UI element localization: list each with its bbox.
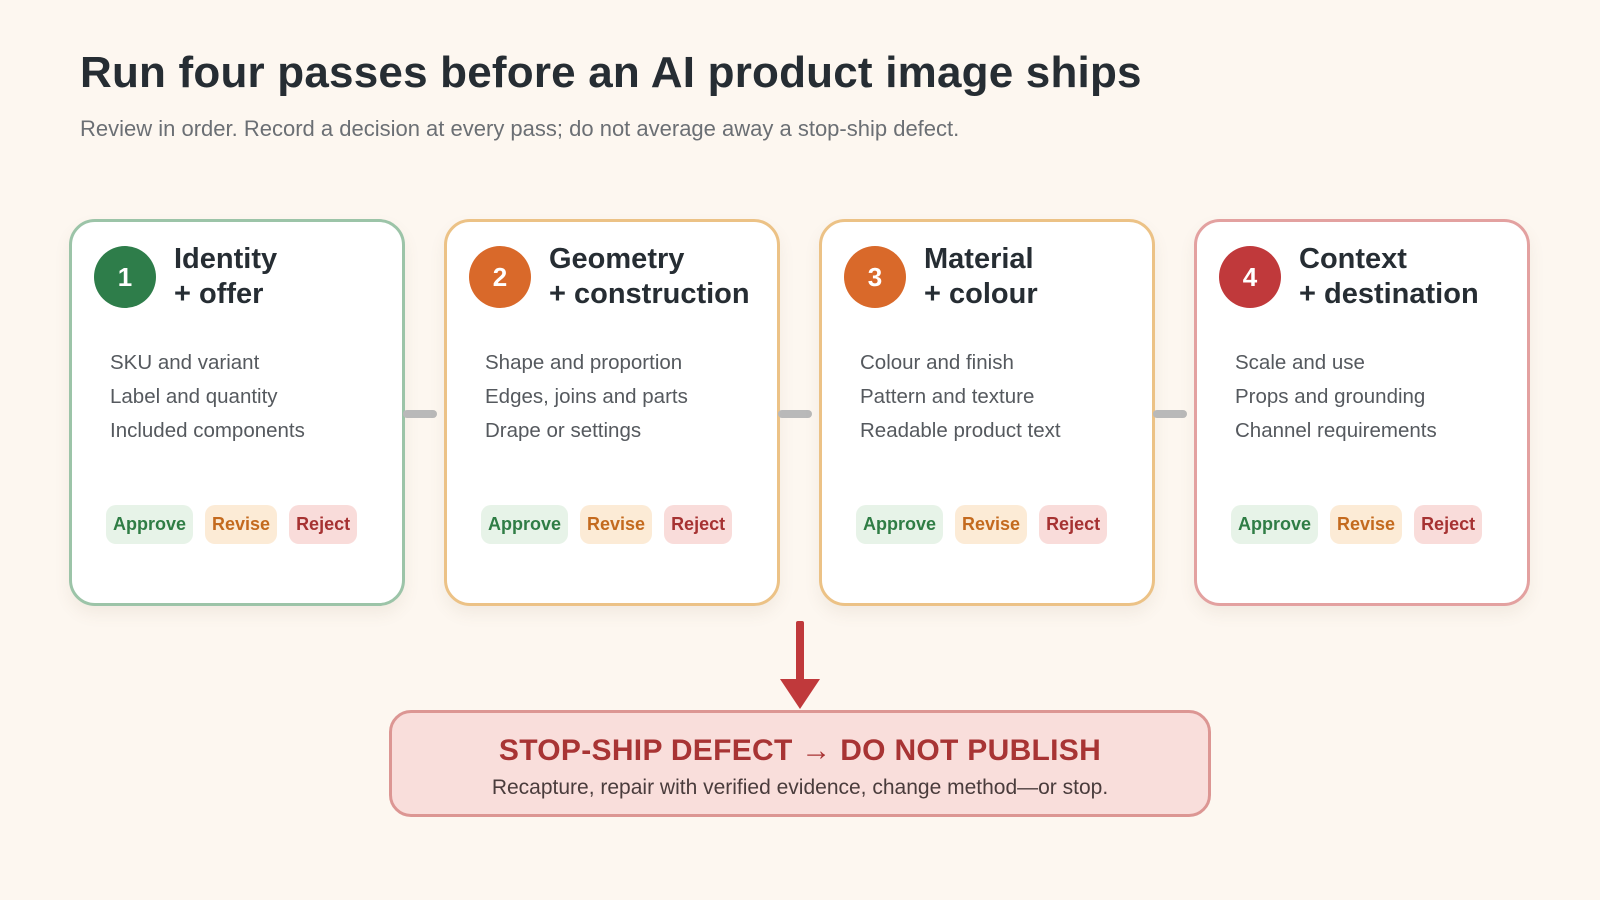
pass-number-badge: 4 <box>1219 246 1281 308</box>
pass-card-material: 3 Material + colour Colour and finish Pa… <box>819 219 1155 606</box>
pass-checklist: Colour and finish Pattern and texture Re… <box>860 346 1061 448</box>
pass-checklist: Scale and use Props and grounding Channe… <box>1235 346 1437 448</box>
page-subtitle: Review in order. Record a decision at ev… <box>80 116 960 141</box>
approve-button[interactable]: Approve <box>856 505 944 544</box>
pass-heading-line1: Geometry <box>549 243 685 275</box>
reject-button[interactable]: Reject <box>1039 505 1108 544</box>
pass-heading-line2: + offer <box>174 278 264 310</box>
checklist-item: Readable product text <box>860 419 1061 442</box>
pass-connector <box>778 410 812 418</box>
decision-options: Approve Revise Reject <box>856 505 1108 544</box>
approve-button[interactable]: Approve <box>1231 505 1319 544</box>
checklist-item: Props and grounding <box>1235 385 1426 408</box>
revise-button[interactable]: Revise <box>1330 505 1403 544</box>
pass-connector <box>1153 410 1187 418</box>
pass-number-badge: 1 <box>94 246 156 308</box>
pass-heading: Geometry + construction <box>549 242 774 312</box>
decision-options: Approve Revise Reject <box>1231 505 1483 544</box>
pass-heading-line1: Material <box>924 243 1034 275</box>
pass-heading-line1: Identity <box>174 243 278 275</box>
stop-ship-instructions: Recapture, repair with verified evidence… <box>491 776 1109 799</box>
checklist-item: Pattern and texture <box>860 385 1035 408</box>
pass-heading: Identity + offer <box>174 242 399 312</box>
pass-checklist: SKU and variant Label and quantity Inclu… <box>110 346 305 448</box>
pass-number-badge: 3 <box>844 246 906 308</box>
decision-options: Approve Revise Reject <box>106 505 358 544</box>
checklist-item: Drape or settings <box>485 419 642 442</box>
checklist-item: Scale and use <box>1235 351 1365 374</box>
checklist-item: Channel requirements <box>1235 419 1437 442</box>
stop-ship-title: STOP-SHIP DEFECT → DO NOT PUBLISH <box>498 734 1102 767</box>
checklist-item: SKU and variant <box>110 351 260 374</box>
pass-card-identity: 1 Identity + offer SKU and variant Label… <box>69 219 405 606</box>
down-arrow-icon <box>780 679 820 709</box>
approve-button[interactable]: Approve <box>106 505 194 544</box>
pass-heading-line1: Context <box>1299 243 1407 275</box>
decision-options: Approve Revise Reject <box>481 505 733 544</box>
pass-heading: Context + destination <box>1299 242 1524 312</box>
reject-button[interactable]: Reject <box>664 505 733 544</box>
revise-button[interactable]: Revise <box>955 505 1028 544</box>
checklist-item: Colour and finish <box>860 351 1014 374</box>
down-arrow-shaft <box>796 621 804 681</box>
checklist-item: Shape and proportion <box>485 351 683 374</box>
approve-button[interactable]: Approve <box>481 505 569 544</box>
pass-heading-line2: + construction <box>549 278 750 310</box>
pass-heading-line2: + colour <box>924 278 1038 310</box>
page-title: Run four passes before an AI product ima… <box>80 48 1142 97</box>
pass-card-context: 4 Context + destination Scale and use Pr… <box>1194 219 1530 606</box>
pass-heading: Material + colour <box>924 242 1149 312</box>
pass-number-badge: 2 <box>469 246 531 308</box>
revise-button[interactable]: Revise <box>580 505 653 544</box>
checklist-item: Edges, joins and parts <box>485 385 688 408</box>
stop-ship-box: STOP-SHIP DEFECT → DO NOT PUBLISH Recapt… <box>389 710 1211 817</box>
pass-heading-line2: + destination <box>1299 278 1479 310</box>
pass-card-geometry: 2 Geometry + construction Shape and prop… <box>444 219 780 606</box>
revise-button[interactable]: Revise <box>205 505 278 544</box>
reject-button[interactable]: Reject <box>289 505 358 544</box>
checklist-item: Included components <box>110 419 305 442</box>
pass-checklist: Shape and proportion Edges, joins and pa… <box>485 346 688 448</box>
checklist-item: Label and quantity <box>110 385 278 408</box>
reject-button[interactable]: Reject <box>1414 505 1483 544</box>
pass-connector <box>403 410 437 418</box>
